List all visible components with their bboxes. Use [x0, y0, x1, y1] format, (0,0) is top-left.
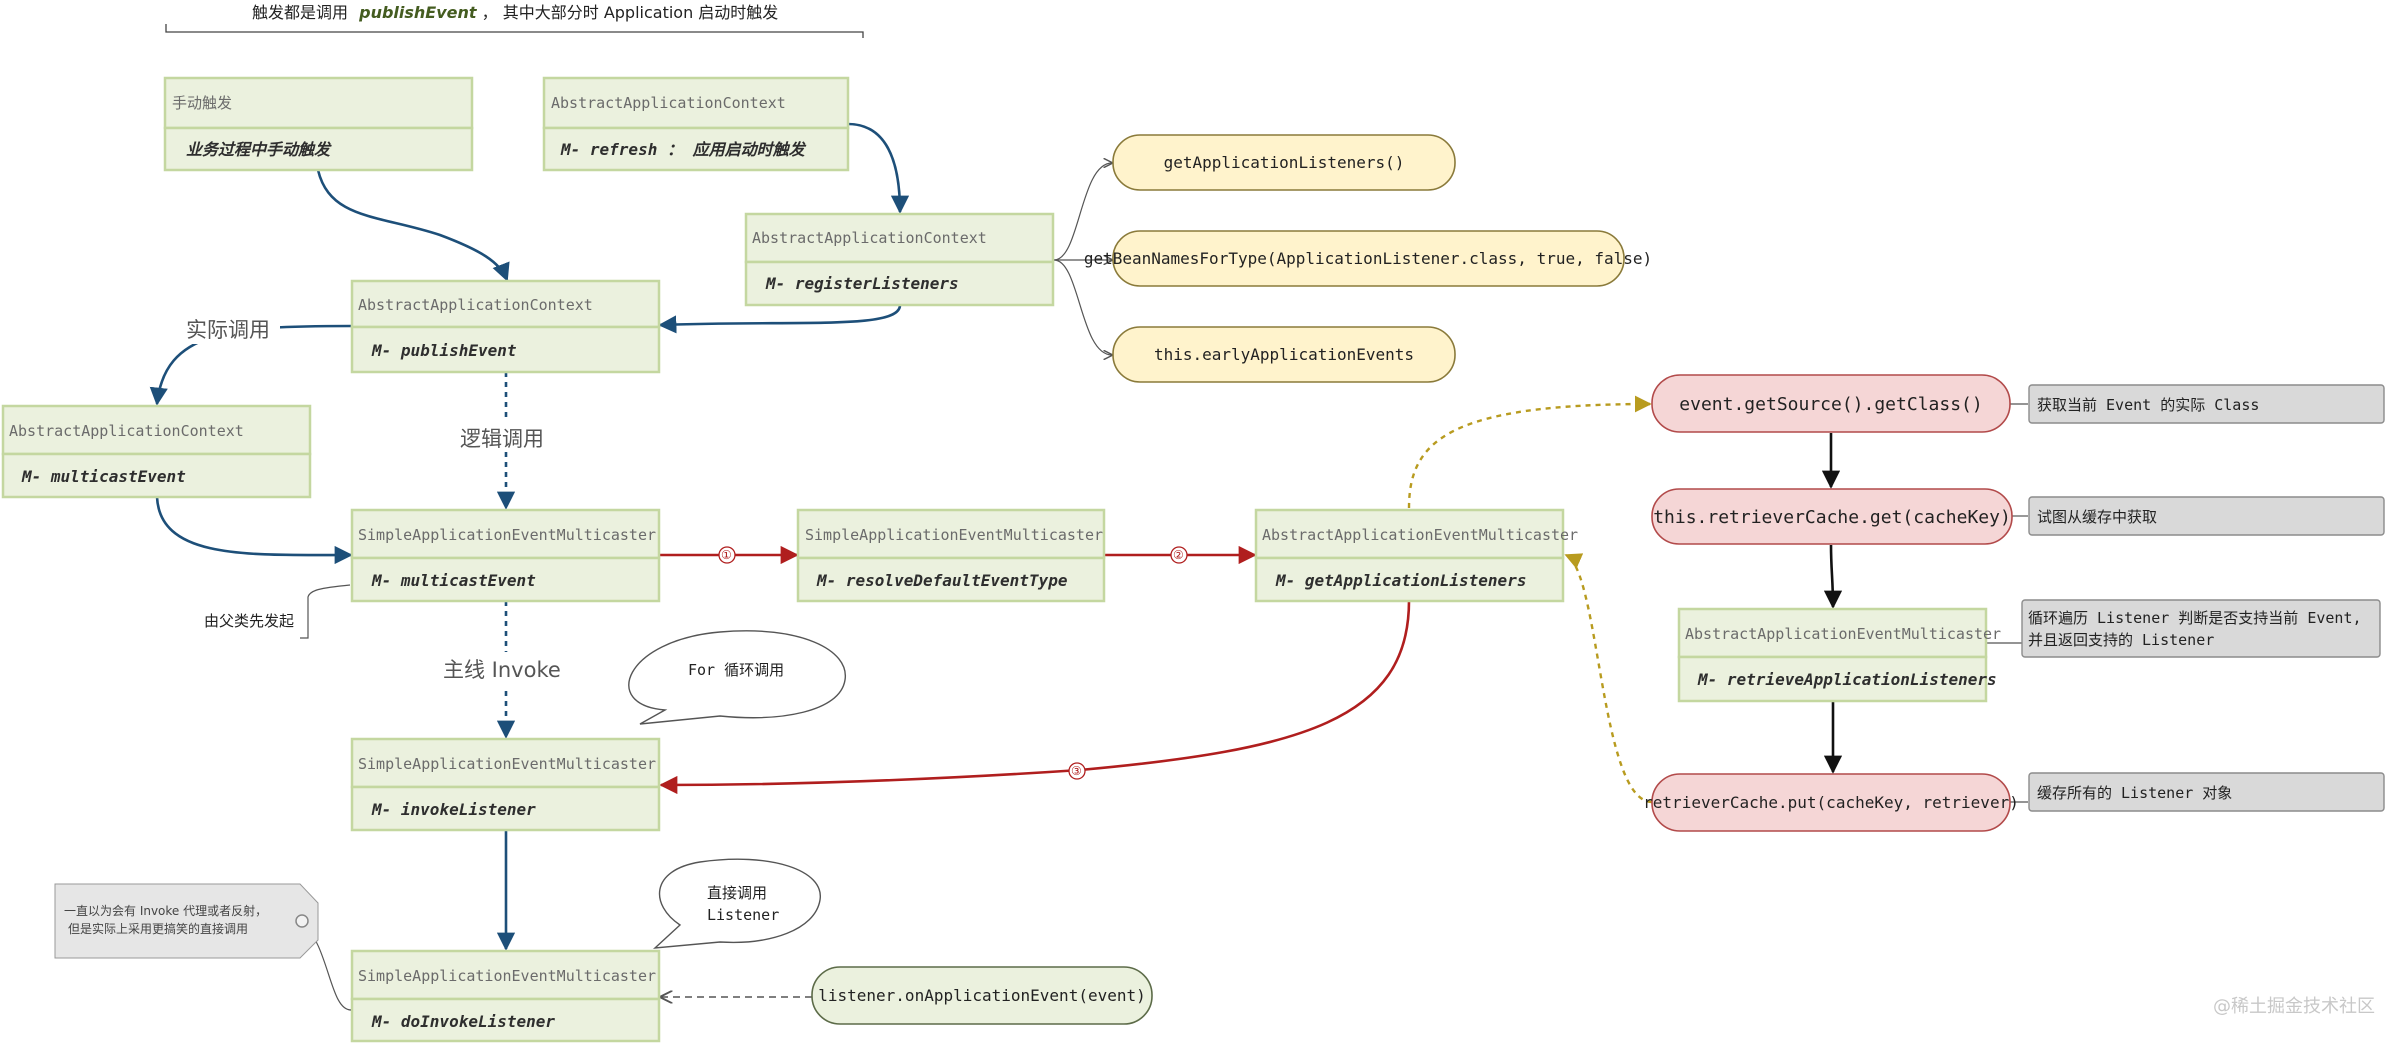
label-main-invoke: 主线 Invoke: [443, 658, 561, 682]
edge-manual-to-publish: [316, 169, 510, 282]
box-getlisteners-method: M- getApplicationListeners: [1275, 571, 1526, 590]
note-get-source: 获取当前 Event 的实际 Class: [2028, 384, 2385, 424]
box-getlisteners-class: AbstractApplicationEventMulticaster: [1262, 526, 1578, 544]
fan-to-earlyevents: [1053, 259, 1112, 355]
svg-text:试图从缓存中获取: 试图从缓存中获取: [2037, 508, 2157, 526]
box-resolve-method: M- resolveDefaultEventType: [816, 571, 1068, 590]
svg-text:listener.onApplicationEvent(ev: listener.onApplicationEvent(event): [818, 986, 1146, 1005]
free-labels: 实际调用 逻辑调用 主线 Invoke 由父类先发起 @稀土掘金技术社区: [180, 312, 2375, 1017]
bubble-loop: For 循环调用: [628, 630, 846, 725]
note-cache-get: 试图从缓存中获取: [2028, 496, 2385, 536]
box-publish-method: M- publishEvent: [371, 341, 517, 360]
box-manual-class: 手动触发: [172, 94, 232, 112]
edge-ctx-multicast-to-sim: [155, 496, 353, 565]
note-cache-put: 缓存所有的 Listener 对象: [2028, 772, 2385, 812]
step3-label: ③: [1071, 764, 1082, 778]
box-invoke-class: SimpleApplicationEventMulticaster: [358, 755, 656, 773]
svg-text:循环遍历 Listener 判断是否支持当前 Event,: 循环遍历 Listener 判断是否支持当前 Event,: [2028, 609, 2362, 627]
box-sim-multicast-class: SimpleApplicationEventMulticaster: [358, 526, 656, 544]
edge-cacheget-to-retrieve: [1823, 544, 1843, 609]
box-manual: 手动触发 业务过程中手动触发: [163, 76, 474, 172]
box-sim-multicast: SimpleApplicationEventMulticaster M- mul…: [350, 508, 661, 603]
edge-refresh-to-register: [847, 122, 910, 214]
svg-text:getBeanNamesForType(Applicatio: getBeanNamesForType(ApplicationListener.…: [1084, 249, 1652, 268]
tag-note: 一直以为会有 Invoke 代理或者反射， 但是实际上采用更搞笑的直接调用: [54, 883, 352, 1011]
box-register-method: M- registerListeners: [765, 274, 959, 293]
box-sim-multicast-method: M- multicastEvent: [371, 571, 536, 590]
box-doinvoke: SimpleApplicationEventMulticaster M- doI…: [350, 949, 661, 1043]
top-note-emph: publishEvent: [358, 3, 478, 22]
pill-get-bean-names: getBeanNamesForType(ApplicationListener.…: [1084, 230, 1652, 287]
box-resolve: SimpleApplicationEventMulticaster M- res…: [796, 508, 1106, 603]
pill-cache-get: this.retrieverCache.get(cacheKey): [1651, 488, 2013, 545]
box-refresh-class: AbstractApplicationContext: [551, 94, 786, 112]
edge-getlisteners-to-getsource: [1407, 395, 1652, 509]
svg-text:this.retrieverCache.get(cacheK: this.retrieverCache.get(cacheKey): [1653, 507, 2011, 528]
box-ctx-multicast-method: M- multicastEvent: [21, 467, 186, 486]
svg-text:触发都是调用 publishEvent: 触发都是调用 publishEvent ， 其中大部分时 Application…: [252, 3, 778, 22]
svg-text:一直以为会有 Invoke 代理或者反射，: 一直以为会有 Invoke 代理或者反射，: [64, 903, 267, 918]
bubble-direct-line2: Listener: [707, 906, 779, 924]
top-note: 触发都是调用 publishEvent ， 其中大部分时 Application…: [165, 3, 864, 38]
watermark: @稀土掘金技术社区: [2213, 996, 2375, 1017]
svg-text:缓存所有的 Listener 对象: 缓存所有的 Listener 对象: [2037, 784, 2232, 802]
top-note-prefix: 触发都是调用: [252, 3, 348, 22]
pill-on-event: listener.onApplicationEvent(event): [811, 966, 1153, 1025]
box-ctx-multicast-class: AbstractApplicationContext: [9, 422, 244, 440]
svg-text:并且返回支持的 Listener: 并且返回支持的 Listener: [2028, 631, 2214, 649]
step2-label: ②: [1173, 548, 1184, 562]
svg-text:但是实际上采用更搞笑的直接调用: 但是实际上采用更搞笑的直接调用: [68, 921, 248, 936]
note-retrieve: 循环遍历 Listener 判断是否支持当前 Event, 并且返回支持的 Li…: [2021, 599, 2381, 658]
pill-cache-put: retrieverCache.put(cacheKey, retriever): [1643, 773, 2019, 832]
box-retrieve: AbstractApplicationEventMulticaster M- r…: [1677, 607, 2001, 703]
fan-to-getapplisteners: [1053, 163, 1112, 261]
box-manual-method: 业务过程中手动触发: [186, 140, 332, 159]
box-retrieve-method: M- retrieveApplicationListeners: [1697, 670, 1997, 689]
box-refresh-method: M- refresh ： 应用启动时触发: [560, 140, 807, 159]
top-note-suffix: ， 其中大部分时 Application 启动时触发: [482, 3, 779, 22]
svg-text:this.earlyApplicationEvents: this.earlyApplicationEvents: [1154, 345, 1414, 364]
box-publish-class: AbstractApplicationContext: [358, 296, 593, 314]
box-refresh: AbstractApplicationContext M- refresh ： …: [542, 76, 850, 172]
label-logical-call: 逻辑调用: [460, 427, 544, 451]
pill-get-source: event.getSource().getClass(): [1651, 374, 2011, 433]
box-getlisteners: AbstractApplicationEventMulticaster M- g…: [1254, 508, 1578, 603]
label-parent-first: 由父类先发起: [204, 612, 294, 630]
box-register: AbstractApplicationContext M- registerLi…: [744, 212, 1055, 307]
box-ctx-multicast: AbstractApplicationContext M- multicastE…: [1, 404, 312, 499]
edge-register-to-publish: [658, 304, 902, 334]
box-register-class: AbstractApplicationContext: [752, 229, 987, 247]
step-markers: ① ② ③: [718, 546, 1188, 780]
box-publish: AbstractApplicationContext M- publishEve…: [350, 279, 661, 374]
svg-text:event.getSource().getClass(): event.getSource().getClass(): [1679, 394, 1982, 415]
bubble-direct-line1: 直接调用: [707, 884, 767, 902]
label-actual-call: 实际调用: [186, 318, 270, 342]
step1-label: ①: [721, 548, 732, 562]
svg-text:retrieverCache.put(cacheKey, r: retrieverCache.put(cacheKey, retriever): [1643, 793, 2019, 812]
bubble-direct: 直接调用 Listener: [653, 858, 821, 949]
box-resolve-class: SimpleApplicationEventMulticaster: [805, 526, 1103, 544]
svg-text:getApplicationListeners(): getApplicationListeners(): [1164, 153, 1405, 172]
edge-cacheput-to-getlisteners: [1564, 553, 1653, 804]
pill-early-events: this.earlyApplicationEvents: [1112, 326, 1456, 383]
box-doinvoke-class: SimpleApplicationEventMulticaster: [358, 967, 656, 985]
pill-get-app-listeners: getApplicationListeners(): [1112, 134, 1456, 191]
bubble-loop-text: For 循环调用: [688, 661, 784, 679]
box-invoke: SimpleApplicationEventMulticaster M- inv…: [350, 737, 661, 832]
box-retrieve-class: AbstractApplicationEventMulticaster: [1685, 625, 2001, 643]
box-doinvoke-method: M- doInvokeListener: [371, 1012, 555, 1031]
svg-text:获取当前 Event 的实际 Class: 获取当前 Event 的实际 Class: [2037, 396, 2259, 414]
box-invoke-method: M- invokeListener: [371, 800, 536, 819]
